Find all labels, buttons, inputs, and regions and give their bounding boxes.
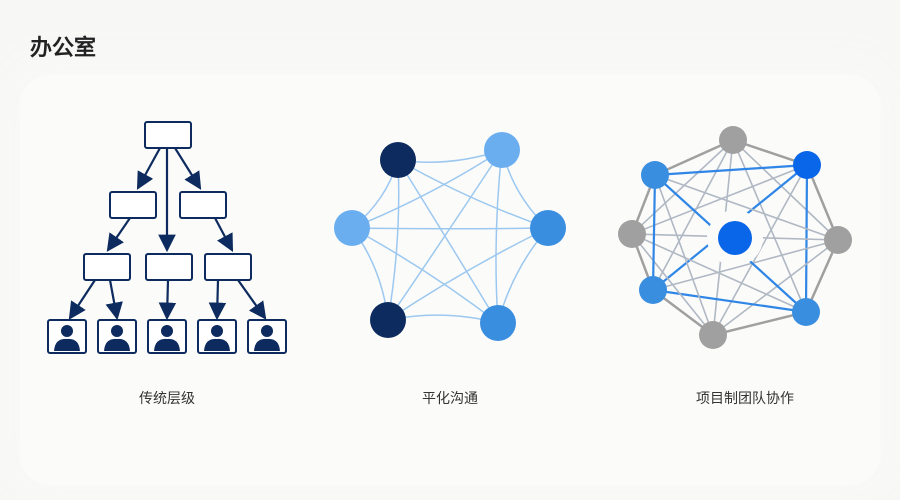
hierarchy-label: 传统层级 [139, 391, 195, 407]
mesh-link [351, 149, 503, 229]
org-box [145, 253, 193, 281]
person-head-icon [211, 325, 223, 337]
network-link [654, 174, 714, 336]
network-link [654, 174, 839, 241]
network-link [654, 163, 808, 177]
org-box [204, 253, 252, 281]
mesh-link [387, 159, 400, 321]
network-link [652, 239, 839, 291]
network-link [712, 239, 839, 336]
network-link [631, 233, 807, 313]
mesh-link [495, 149, 503, 324]
person-card [197, 319, 237, 354]
mesh-node [380, 142, 416, 178]
mesh-node [484, 132, 520, 168]
hierarchy-arrow [68, 279, 96, 320]
hierarchy-arrow [174, 147, 202, 190]
hierarchy-arrow [214, 217, 234, 252]
project-team-label: 项目制团队协作 [696, 391, 794, 407]
network-node [719, 126, 747, 154]
org-box [109, 191, 157, 219]
flat-communication-label: 平化沟通 [422, 391, 478, 407]
person-card [147, 319, 187, 354]
network-link [732, 139, 839, 241]
person-head-icon [261, 325, 273, 337]
hierarchy-arrow [136, 147, 161, 190]
network-node [824, 226, 852, 254]
network-link [631, 233, 714, 336]
network-link [631, 164, 808, 235]
person-head-icon [161, 325, 173, 337]
person-head-icon [61, 325, 73, 337]
mesh-link [397, 159, 499, 324]
hierarchy-diagram [47, 121, 287, 354]
flat-mesh-diagram [334, 132, 566, 341]
mesh-link [387, 227, 549, 321]
network-node [793, 151, 821, 179]
mesh-link [387, 149, 503, 321]
hierarchy-arrow [105, 279, 123, 321]
mesh-node [480, 305, 516, 341]
network-link [631, 139, 734, 235]
org-box [83, 253, 131, 281]
page-title: 办公室 [30, 36, 97, 61]
org-box [179, 191, 227, 219]
network-link [651, 174, 657, 291]
hierarchy-arrow [158, 279, 177, 321]
hierarchy-arrow [208, 279, 227, 321]
hierarchy-arrow [237, 279, 267, 320]
project-network-diagram [618, 126, 852, 349]
person-body-icon [154, 338, 180, 351]
person-body-icon [254, 338, 280, 351]
center-node [718, 221, 752, 255]
network-node [641, 161, 669, 189]
network-node [639, 276, 667, 304]
hierarchy-arrow [106, 217, 131, 252]
mesh-link [351, 227, 499, 324]
mesh-node [334, 210, 370, 246]
mesh-node [370, 302, 406, 338]
network-link [652, 139, 734, 291]
mesh-node [530, 210, 566, 246]
person-card [47, 319, 87, 354]
person-head-icon [111, 325, 123, 337]
org-box [144, 121, 192, 149]
network-node [618, 220, 646, 248]
network-link [652, 288, 807, 314]
mesh-link [351, 227, 549, 230]
person-card [97, 319, 137, 354]
network-node [699, 321, 727, 349]
person-card [247, 319, 287, 354]
person-body-icon [54, 338, 80, 351]
network-node [792, 298, 820, 326]
person-body-icon [204, 338, 230, 351]
person-body-icon [104, 338, 130, 351]
